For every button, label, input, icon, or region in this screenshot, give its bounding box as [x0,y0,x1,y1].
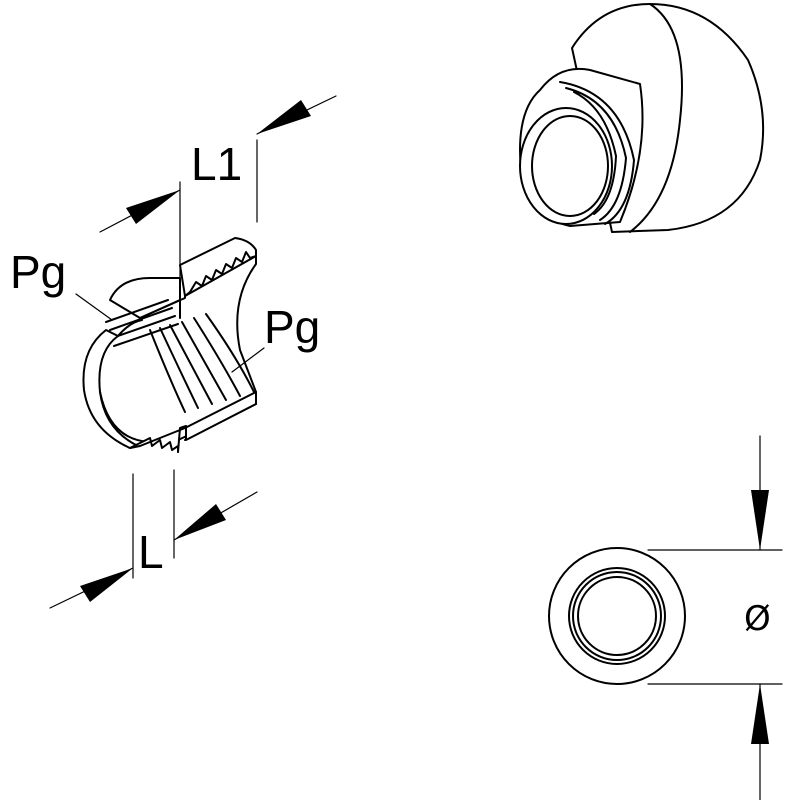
perspective-adapter-view [519,3,765,233]
rear-cylinder-edge [629,3,683,233]
front-opening-outer [519,107,613,225]
stub-threads [559,81,635,225]
front-thread-rings [105,299,179,347]
l-arrow-left [80,568,133,602]
l-arrow-right [174,504,226,540]
front-opening-ring [82,329,139,449]
pg-label-right: Pg [264,301,320,353]
l-label: L [138,526,164,578]
front-view-thread-outer [568,567,666,665]
front-opening-inner [531,115,609,217]
pg-label-left: Pg [10,246,66,298]
front-view-thread-inner [577,576,657,656]
sleeve-body [109,277,181,319]
diameter-arrow-bottom [751,684,769,744]
pg-leader-right [231,347,265,373]
front-view-thread-mid [572,571,662,661]
diameter-arrow-top [751,490,769,550]
sectioned-adapter-view: L1 Pg Pg L [10,95,337,609]
upper-cut-surface [179,237,257,297]
l1-arrow-right [257,100,311,134]
inner-thread-grooves [149,313,255,413]
l1-arrow-left [126,190,180,224]
lower-cut-surface [129,391,257,453]
front-view: Ø [548,435,783,800]
pg-leader-left [75,293,113,321]
diameter-symbol: Ø [744,599,771,639]
l1-label: L1 [191,138,242,190]
